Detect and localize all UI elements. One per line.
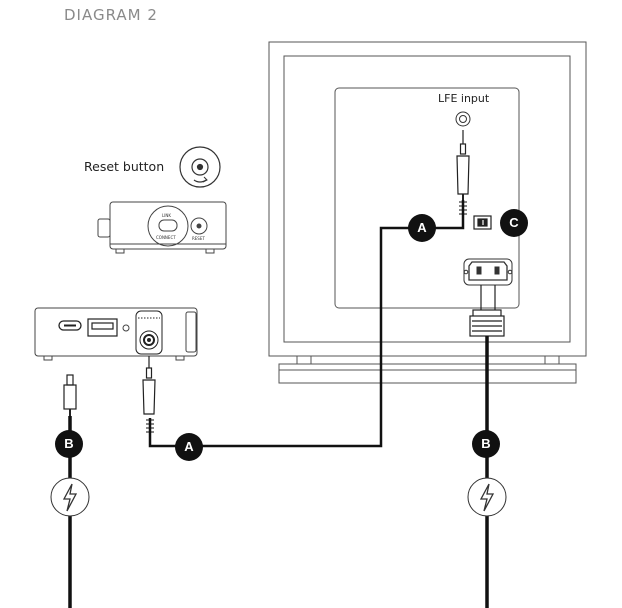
lfe-input-jack[interactable] xyxy=(455,111,471,127)
transmitter-module: LINK CONNECT RESET xyxy=(97,201,227,254)
rca-plug-receiver xyxy=(142,356,156,415)
connect-label: CONNECT xyxy=(156,235,176,240)
power-switch[interactable] xyxy=(473,215,492,230)
cable-a xyxy=(148,200,465,448)
indicator-light xyxy=(122,324,130,332)
subwoofer xyxy=(268,41,587,384)
badge-a-bottom: A xyxy=(175,433,203,461)
cable-a-hatch xyxy=(146,201,467,433)
reset-icon[interactable] xyxy=(179,146,221,188)
usb-c-cable xyxy=(63,374,77,416)
link-label: LINK xyxy=(162,213,171,218)
rca-plug-subwoofer xyxy=(456,130,470,200)
power-icon xyxy=(50,477,90,517)
power-icon xyxy=(467,477,507,517)
usb-a-port-icon[interactable] xyxy=(87,318,118,337)
rca-jack-icon[interactable] xyxy=(135,310,163,355)
badge-c: C xyxy=(500,209,528,237)
usb-c-port-icon[interactable] xyxy=(58,320,82,331)
reset-button-label: Reset button xyxy=(84,159,165,174)
lfe-input-label: LFE input xyxy=(438,92,490,105)
badge-b-right: B xyxy=(472,430,500,458)
power-plug xyxy=(469,285,505,337)
receiver-module xyxy=(34,307,198,361)
reset-label: RESET xyxy=(192,236,205,241)
badge-a-top: A xyxy=(408,214,436,242)
diagram-title: DIAGRAM 2 xyxy=(64,6,158,24)
badge-b-left: B xyxy=(55,430,83,458)
iec-power-socket[interactable] xyxy=(463,258,513,286)
